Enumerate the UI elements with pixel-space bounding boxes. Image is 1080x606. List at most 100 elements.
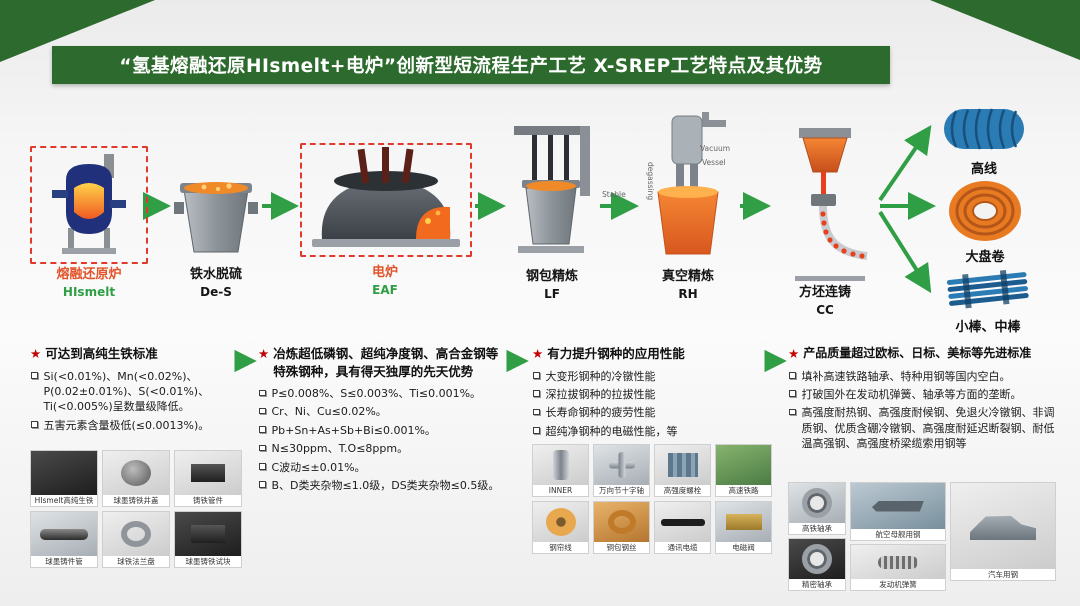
desulfurization-ladle-illustration — [172, 168, 260, 260]
square-bullet-icon — [533, 372, 540, 379]
panel-pig-iron: ★ 可达到高纯生铁标准 Si(<0.01%)、Mn(<0.02%)、P(0.02… — [30, 345, 246, 433]
square-bullet-icon — [259, 407, 266, 415]
photo-precision-bearing: 精密轴承 — [788, 538, 846, 591]
photo-high-speed-rail: 高速铁路 — [715, 444, 772, 497]
panel-3-photo-grid: INNER 万向节十字轴 高强度螺栓 高速铁路 钢帘线 铜包钢丝 通讯电缆 电磁… — [532, 444, 772, 554]
step-name-cc: 方坯连铸 — [798, 285, 851, 300]
panel-3-title: 有力提升钢种的应用性能 — [547, 346, 685, 361]
eaf-highlight-box — [300, 143, 472, 257]
square-bullet-icon — [789, 372, 796, 379]
square-bullet-icon — [259, 481, 266, 488]
bullet-item: 深拉拔钢种的拉拔性能 — [532, 387, 772, 402]
photo-flange: 球铁法兰盘 — [102, 511, 170, 568]
star-icon: ★ — [258, 346, 270, 361]
bullet-text: B、D类夹杂物≤1.0级，DS类夹杂物≤0.5级。 — [271, 478, 500, 492]
bullet-item: C波动≤±0.01%。 — [258, 460, 510, 475]
rh-degasser-illustration — [642, 112, 734, 262]
bullet-text: 大变形钢种的冷镦性能 — [545, 369, 656, 383]
square-bullet-icon — [259, 463, 266, 470]
step-code-eaf: EAF — [372, 282, 398, 297]
photo-automotive-steel: 汽车用钢 — [950, 482, 1056, 581]
bullet-text: 打破国外在发动机弹簧、轴承等方面的垄断。 — [801, 387, 1022, 401]
photo-bolts: 高强度螺栓 — [654, 444, 711, 497]
photo-steel-cord: 钢帘线 — [532, 501, 589, 554]
bullet-item: P≤0.008%、S≤0.003%、Ti≤0.001%。 — [258, 386, 510, 401]
step-code-cc: CC — [816, 302, 834, 317]
photo-ductile-pipe: 球墨铸件管 — [30, 511, 98, 568]
square-bullet-icon — [533, 408, 540, 416]
continuous-caster-illustration — [775, 128, 875, 286]
photo-solenoid-valve: 电磁阀 — [715, 501, 772, 554]
photo-pipe-fitting: 铸铁管件 — [174, 450, 242, 507]
slide-title: “氢基熔融还原HIsmelt+电炉”创新型短流程生产工艺 X-SREP工艺特点及… — [119, 56, 823, 77]
bullet-text: 长寿命钢种的疲劳性能 — [545, 406, 656, 420]
step-code-lf: LF — [544, 286, 560, 301]
photo-test-block: 球墨铸铁试块 — [174, 511, 242, 568]
bullet-item: Cr、Ni、Cu≤0.02%。 — [258, 404, 510, 419]
square-bullet-icon — [533, 427, 540, 434]
bullet-text: Cr、Ni、Cu≤0.02%。 — [271, 405, 387, 419]
panel-1-photo-grid: HIsmelt高纯生铁 球墨铸铁井盖 铸铁管件 球墨铸件管 球铁法兰盘 球墨铸铁… — [30, 450, 242, 568]
star-icon: ★ — [532, 346, 544, 361]
photo-universal-joint: 万向节十字轴 — [593, 444, 650, 497]
bullet-text: 超纯净钢种的电磁性能，等 — [545, 424, 678, 438]
bullet-text: Pb+Sn+As+Sb+Bi≤0.001%。 — [271, 423, 436, 437]
square-bullet-icon — [259, 426, 266, 433]
star-icon: ★ — [30, 346, 42, 361]
square-bullet-icon — [31, 421, 38, 428]
photo-telecom-cable: 通讯电缆 — [654, 501, 711, 554]
panel-2-title: 冶炼超低磷钢、超纯净度钢、高合金钢等特殊钢种，具有得天独厚的先天优势 — [273, 346, 499, 379]
product-label-big-coil: 大盘卷 — [965, 250, 1005, 265]
square-bullet-icon — [259, 389, 266, 396]
photo-copper-clad-wire: 铜包钢丝 — [593, 501, 650, 554]
rh-degassing-label: degassing — [646, 162, 655, 201]
rh-vessel-label: Vessel — [702, 158, 726, 167]
hismelt-furnace-illustration — [34, 150, 144, 260]
step-name-rh: 真空精炼 — [661, 269, 714, 284]
star-icon: ★ — [788, 346, 800, 361]
slide-title-banner: “氢基熔融还原HIsmelt+电炉”创新型短流程生产工艺 X-SREP工艺特点及… — [52, 46, 890, 84]
bullet-text: 高强度耐热钢、高强度耐候钢、免退火冷镦钢、非调质钢、优质含硼冷镦钢、高强度耐延迟… — [801, 406, 1055, 451]
photo-manhole-cover: 球墨铸铁井盖 — [102, 450, 170, 507]
step-code-hismelt: HIsmelt — [62, 284, 116, 299]
bullet-item: 打破国外在发动机弹簧、轴承等方面的垄断。 — [788, 387, 1056, 402]
step-name-eaf: 电炉 — [371, 265, 398, 280]
square-bullet-icon — [789, 390, 796, 397]
bullet-item: Si(<0.01%)、Mn(<0.02%)、P(0.02±0.01%)、S(<0… — [30, 369, 246, 415]
bullet-item: 长寿命钢种的疲劳性能 — [532, 405, 772, 420]
panel-application-performance: ★ 有力提升钢种的应用性能 大变形钢种的冷镦性能 深拉拔钢种的拉拔性能 长寿命钢… — [532, 345, 772, 439]
step-name-lf: 钢包精炼 — [525, 269, 578, 284]
step-name-des: 铁水脱硫 — [189, 267, 242, 282]
bullet-text: P≤0.008%、S≤0.003%、Ti≤0.001%。 — [271, 387, 482, 400]
bullet-item: 填补高速铁路轴承、特种用钢等国内空白。 — [788, 369, 1056, 384]
panel-4-title: 产品质量超过欧标、日标、美标等先进标准 — [803, 346, 1032, 360]
eaf-furnace-illustration — [304, 147, 468, 253]
square-bullet-icon — [259, 444, 266, 452]
bullet-item: N≤30ppm、T.O≤8ppm。 — [258, 441, 510, 456]
step-code-des: De-S — [200, 284, 232, 299]
stable-label: Stable — [602, 190, 626, 199]
product-label-bars: 小棒、中棒 — [955, 320, 1021, 335]
square-bullet-icon — [533, 390, 540, 397]
square-bullet-icon — [789, 408, 796, 416]
photo-aircraft-carrier: 航空母舰用钢 — [850, 482, 946, 541]
bullet-item: 大变形钢种的冷镦性能 — [532, 369, 772, 384]
bullet-text: Si(<0.01%)、Mn(<0.02%)、P(0.02±0.01%)、S(<0… — [43, 369, 210, 414]
photo-engine-spring: 发动机弹簧 — [850, 544, 946, 591]
product-label-wire-rod: 高线 — [970, 162, 997, 177]
bullet-item: 超纯净钢种的电磁性能，等 — [532, 424, 772, 439]
rh-vacuum-label: Vacuum — [700, 144, 731, 153]
photo-bearing-inner-ring: INNER — [532, 444, 589, 497]
step-name-hismelt: 熔融还原炉 — [56, 267, 122, 282]
square-bullet-icon — [31, 372, 38, 379]
bullet-text: C波动≤±0.01%。 — [271, 460, 366, 474]
big-coil-illustration — [945, 178, 1025, 244]
photo-rail-bearing: 高铁轴承 — [788, 482, 846, 535]
corner-decoration-right — [930, 0, 1080, 60]
bullet-item: 高强度耐热钢、高强度耐候钢、免退火冷镦钢、非调质钢、优质含硼冷镦钢、高强度耐延迟… — [788, 405, 1056, 451]
bullet-text: 深拉拔钢种的拉拔性能 — [545, 387, 656, 401]
step-code-rh: RH — [678, 286, 698, 301]
bullet-text: N≤30ppm、T.O≤8ppm。 — [271, 442, 409, 456]
photo-pig-iron: HIsmelt高纯生铁 — [30, 450, 98, 507]
